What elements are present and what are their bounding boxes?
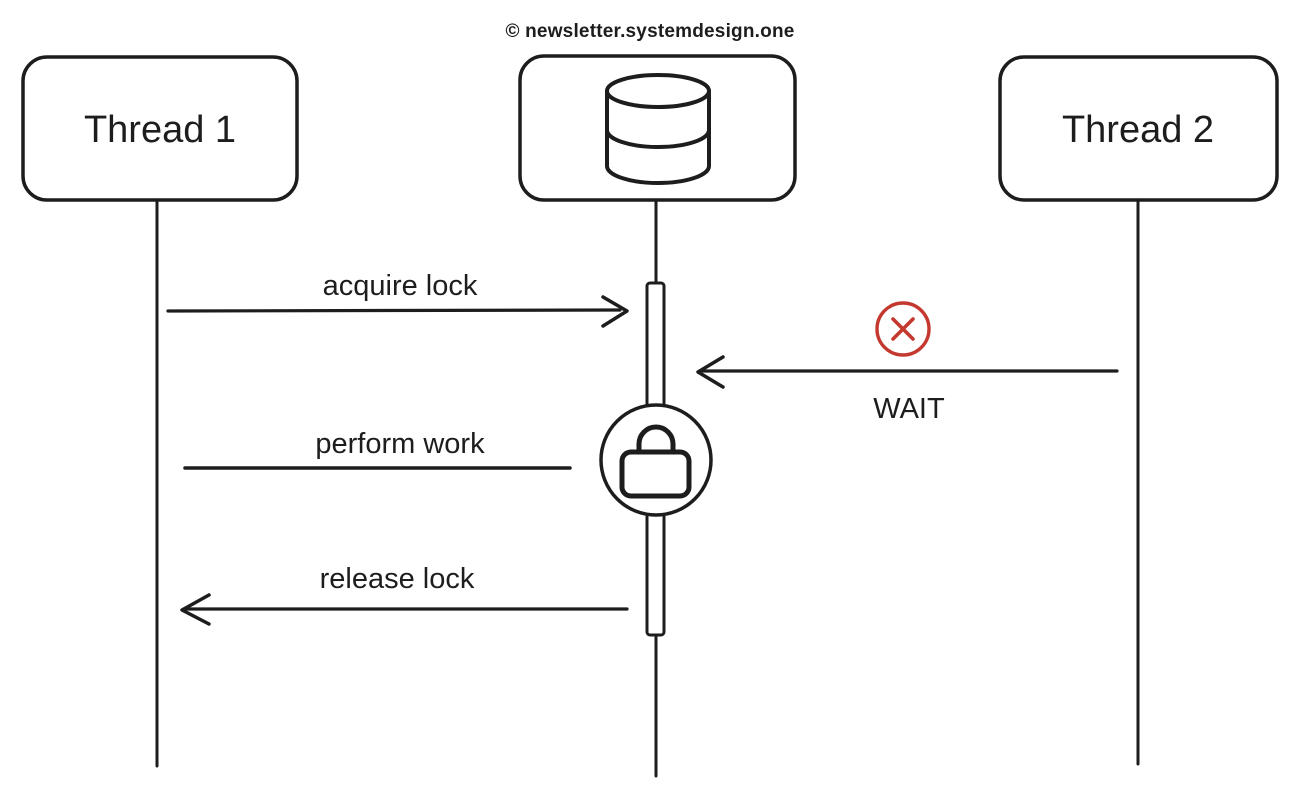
perform-work-label: perform work <box>315 428 485 460</box>
database-box <box>518 54 797 202</box>
lock-body <box>619 449 692 499</box>
acquire-lock-label: acquire lock <box>323 270 478 302</box>
actor-thread1: Thread 1 <box>21 55 299 768</box>
arrowhead-left-icon <box>180 593 211 626</box>
acquire-lock-line <box>166 308 622 313</box>
database-icon <box>605 73 711 185</box>
release-lock-label: release lock <box>320 563 475 595</box>
message-acquire-lock: acquire lock <box>166 270 629 328</box>
arrowhead-left-icon <box>696 355 725 389</box>
wait-label: WAIT <box>873 393 945 425</box>
message-release-lock: release lock <box>180 563 629 626</box>
actor-thread2: Thread 2 <box>998 55 1279 766</box>
lock-shackle <box>636 424 676 455</box>
thread1-box <box>21 55 299 202</box>
circled-x-icon <box>875 301 931 357</box>
lock-icon <box>599 403 713 517</box>
thread2-label: Thread 2 <box>1062 109 1214 151</box>
arrowhead-right-icon <box>601 295 629 328</box>
message-perform-work: perform work <box>183 428 572 470</box>
message-wait: WAIT <box>696 301 1119 425</box>
thread1-label: Thread 1 <box>84 109 236 151</box>
credit-text: © newsletter.systemdesign.one <box>505 21 794 42</box>
